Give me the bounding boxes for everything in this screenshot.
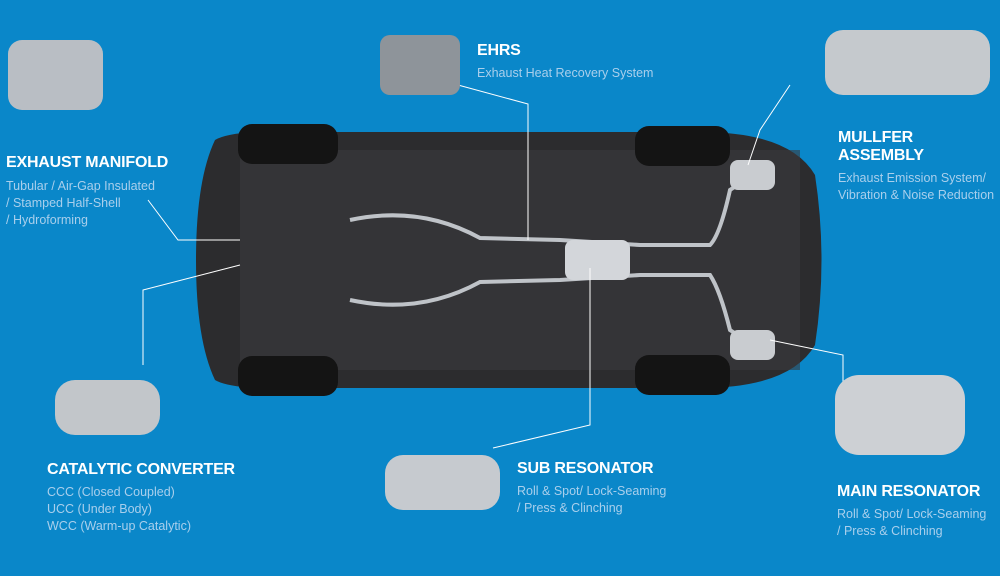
- main-resonator-label: MAIN RESONATOR Roll & Spot/ Lock-Seaming…: [837, 483, 986, 540]
- wheel-rear-left: [635, 126, 730, 166]
- component-title: CATALYTIC CONVERTER: [47, 461, 235, 478]
- component-desc: WCC (Warm-up Catalytic): [47, 519, 191, 533]
- exhaust-manifold-image: [8, 40, 103, 110]
- main-resonator-image: [835, 375, 965, 455]
- wheel-front-left: [238, 124, 338, 164]
- component-desc: UCC (Under Body): [47, 502, 152, 516]
- component-desc: / Stamped Half-Shell: [6, 196, 121, 210]
- catalytic-converter-image: [55, 380, 160, 435]
- ehrs-image: [380, 35, 460, 95]
- component-desc: / Hydroforming: [6, 213, 88, 227]
- ehrs-label: EHRS Exhaust Heat Recovery System: [477, 42, 653, 82]
- component-desc: Tubular / Air-Gap Insulated: [6, 179, 155, 193]
- component-title: EXHAUST MANIFOLD: [6, 154, 169, 171]
- sub-resonator-image: [385, 455, 500, 510]
- catalyst-body: [565, 240, 630, 280]
- part-images: [8, 30, 990, 510]
- sub-resonator-label: SUB RESONATOR Roll & Spot/ Lock-Seaming …: [517, 460, 666, 517]
- component-desc: Vibration & Noise Reduction: [838, 188, 995, 202]
- leader-lines: [142, 84, 844, 449]
- component-desc: Exhaust Emission System/: [838, 171, 986, 185]
- component-title: SUB RESONATOR: [517, 460, 654, 477]
- component-title: MAIN RESONATOR: [837, 483, 981, 500]
- component-desc: Roll & Spot/ Lock-Seaming: [517, 484, 667, 498]
- muffler-assembly-label: MULLFER ASSEMBLY Exhaust Emission System…: [838, 129, 1000, 204]
- wheel-front-right: [238, 356, 338, 396]
- component-desc: CCC (Closed Coupled): [47, 485, 175, 499]
- component-title: EHRS: [477, 42, 521, 59]
- component-desc: / Press & Clinching: [517, 501, 623, 515]
- muffler-assembly-image: [825, 30, 990, 95]
- component-desc: Exhaust Heat Recovery System: [477, 66, 654, 80]
- catalytic-converter-label: CATALYTIC CONVERTER CCC (Closed Coupled)…: [47, 461, 235, 535]
- component-title: MULLFER ASSEMBLY: [838, 129, 924, 164]
- exhaust-pipes: [349, 168, 762, 352]
- wheel-rear-right: [635, 355, 730, 395]
- component-desc: Roll & Spot/ Lock-Seaming: [837, 507, 987, 521]
- component-desc: / Press & Clinching: [837, 524, 943, 538]
- exhaust-manifold-label: EXHAUST MANIFOLD Tubular / Air-Gap Insul…: [6, 154, 168, 229]
- car-underbody: [196, 124, 822, 396]
